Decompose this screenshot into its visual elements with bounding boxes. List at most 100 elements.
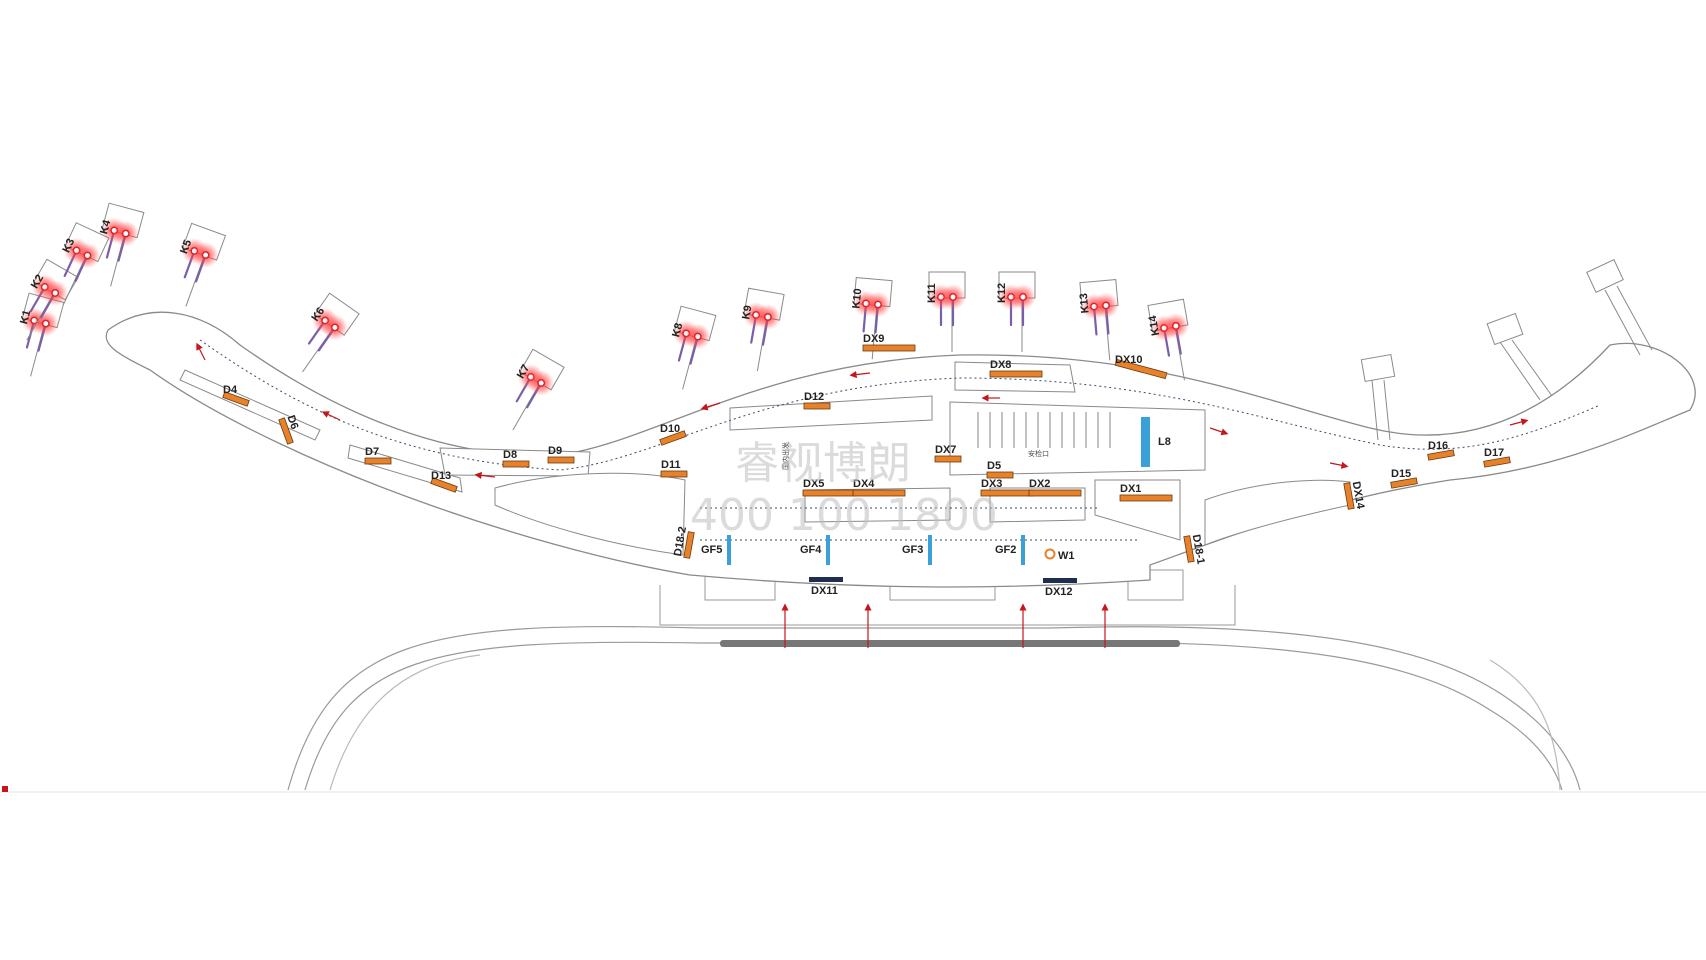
site-label: DX5 — [803, 478, 824, 490]
site-w1[interactable]: W1 — [1044, 548, 1075, 563]
gate-label: K14 — [1147, 314, 1162, 337]
site-bar — [660, 470, 688, 478]
gate-k9[interactable]: K9 — [740, 287, 785, 372]
gate-k12[interactable]: K12 — [996, 271, 1036, 352]
site-d6[interactable]: D6 — [278, 414, 301, 445]
site-d5[interactable]: D5 — [986, 460, 1014, 479]
site-label: D12 — [804, 391, 824, 403]
direction-arrows — [196, 342, 1529, 648]
site-bar — [1043, 578, 1077, 583]
site-dx7[interactable]: DX7 — [934, 444, 962, 463]
gate-label: K12 — [996, 283, 1008, 303]
gate-k8[interactable]: K8 — [670, 305, 717, 390]
site-label: DX7 — [935, 444, 956, 456]
site-label: DX11 — [811, 585, 838, 597]
site-d11[interactable]: D11 — [660, 459, 688, 478]
site-bar — [364, 457, 392, 465]
site-gf4[interactable]: GF4 — [800, 535, 830, 565]
site-label: DX14 — [1350, 481, 1367, 511]
site-gf5[interactable]: GF5 — [701, 535, 731, 565]
site-d8[interactable]: D8 — [502, 449, 530, 468]
site-d18-1[interactable]: D18-1 — [1183, 534, 1207, 566]
site-d7[interactable]: D7 — [364, 446, 392, 465]
site-label: D6 — [284, 414, 300, 431]
site-label: D18-2 — [672, 526, 689, 558]
site-label: D4 — [223, 384, 238, 396]
site-d12[interactable]: D12 — [803, 391, 831, 410]
site-label: DX8 — [990, 359, 1011, 371]
site-bar — [809, 577, 843, 582]
gate-k5[interactable]: K5 — [178, 222, 227, 307]
gate-k11[interactable]: K11 — [926, 271, 966, 352]
site-label: D16 — [1428, 440, 1448, 452]
gate-k4[interactable]: K4 — [98, 202, 145, 287]
gate-light — [693, 332, 702, 341]
site-l8[interactable]: L8 — [1141, 417, 1171, 467]
site-d16[interactable]: D16 — [1427, 440, 1455, 461]
site-label: D8 — [503, 449, 517, 461]
gate-label: K13 — [1078, 293, 1092, 314]
gate-light — [41, 319, 50, 328]
site-label: D10 — [660, 423, 680, 435]
site-dx12[interactable]: DX12 — [1043, 578, 1077, 598]
gate-light — [763, 313, 772, 321]
site-label: D18-1 — [1190, 534, 1207, 566]
site-bar — [1483, 456, 1511, 468]
site-label: GF5 — [701, 544, 722, 556]
gate-k2[interactable]: K2 — [26, 258, 79, 341]
site-d15[interactable]: D15 — [1390, 468, 1418, 489]
site-bar — [986, 471, 1014, 479]
site-dx4[interactable]: DX4 — [852, 478, 906, 497]
site-gf3[interactable]: GF3 — [902, 535, 932, 565]
site-bar — [934, 455, 962, 463]
site-bar — [659, 430, 687, 446]
site-bar — [222, 391, 250, 407]
site-d18-2[interactable]: D18-2 — [672, 526, 695, 559]
site-dx1[interactable]: DX1 — [1119, 483, 1173, 502]
site-bar — [727, 535, 731, 565]
gate-k6[interactable]: K6 — [302, 292, 360, 373]
site-d10[interactable]: D10 — [659, 423, 687, 446]
site-bar — [1427, 449, 1455, 461]
site-d4[interactable]: D4 — [222, 384, 250, 407]
site-d13[interactable]: D13 — [430, 470, 458, 493]
site-dx14[interactable]: DX14 — [1343, 481, 1367, 511]
gate-label: K1 — [18, 309, 33, 326]
gate-label: K3 — [60, 237, 77, 255]
gate-k10[interactable]: K10 — [851, 276, 893, 360]
gate-k13[interactable]: K13 — [1078, 278, 1119, 361]
gate-k14[interactable]: K14 — [1147, 298, 1189, 381]
unlit-piers — [1360, 259, 1653, 441]
site-bar — [683, 531, 695, 559]
site-dx10[interactable]: DX10 — [1114, 354, 1168, 380]
site-label: L8 — [1158, 436, 1171, 448]
site-d17[interactable]: D17 — [1483, 447, 1511, 468]
gate-light — [1019, 293, 1027, 301]
gate-label: K10 — [851, 288, 865, 309]
site-bar — [1114, 358, 1168, 380]
site-dx9[interactable]: DX9 — [862, 333, 916, 352]
gate-light — [537, 379, 546, 387]
site-bar — [278, 417, 294, 445]
site-label: DX2 — [1029, 478, 1050, 490]
gate-light — [949, 293, 957, 301]
site-label: D11 — [661, 459, 681, 471]
gate-k3[interactable]: K3 — [60, 222, 110, 306]
site-label: GF3 — [902, 544, 923, 556]
site-d9[interactable]: D9 — [547, 445, 575, 464]
gate-label: K11 — [926, 283, 938, 303]
site-label: D17 — [1484, 447, 1504, 459]
site-label: DX1 — [1120, 483, 1141, 495]
site-dx2[interactable]: DX2 — [1028, 478, 1082, 497]
walkway-routes — [199, 339, 1601, 541]
gate-label: K8 — [670, 322, 685, 339]
site-dx11[interactable]: DX11 — [809, 577, 843, 597]
gate-k7[interactable]: K7 — [512, 348, 565, 431]
site-label: W1 — [1058, 550, 1075, 562]
site-gf2[interactable]: GF2 — [995, 535, 1025, 565]
site-label: D15 — [1391, 468, 1411, 480]
site-label: GF4 — [800, 544, 822, 556]
site-dx8[interactable]: DX8 — [989, 359, 1043, 378]
